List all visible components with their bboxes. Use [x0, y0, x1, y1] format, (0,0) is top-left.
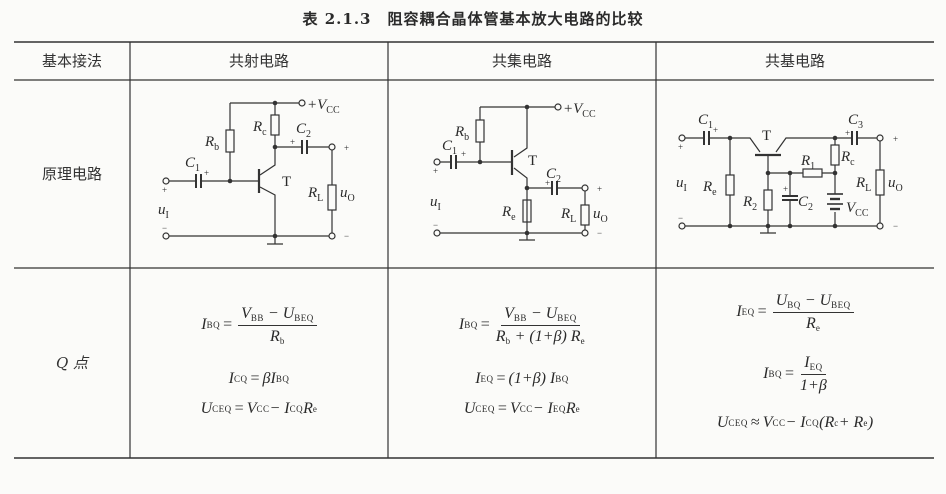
svg-text:+: +: [678, 142, 683, 152]
svg-text:−: −: [678, 213, 683, 223]
circuit-label: uI: [430, 194, 441, 213]
row-label-circuit: 原理电路: [41, 165, 102, 183]
svg-text:+: +: [344, 143, 349, 153]
circuit-label: RL: [307, 185, 323, 204]
circuit-label: C3: [848, 112, 863, 131]
svg-text:−: −: [893, 221, 898, 231]
svg-text:−: −: [344, 231, 349, 241]
circuit-label: RL: [855, 175, 871, 194]
svg-text:+: +: [204, 168, 209, 178]
circuit-label: C2: [296, 121, 311, 140]
circuit-label: Rb: [204, 134, 219, 153]
svg-text:+: +: [461, 149, 466, 159]
circuit-label: C1: [698, 112, 713, 131]
circuit-label: C1: [442, 138, 457, 157]
circuit-label: Rb: [454, 124, 469, 143]
row-label-q-point: Q 点: [55, 354, 89, 372]
svg-text:−: −: [162, 223, 167, 233]
svg-text:+: +: [545, 178, 550, 188]
circuit-label: VCC: [846, 200, 869, 219]
circuit-label: C2: [798, 194, 813, 213]
circuit-label: Re: [702, 179, 717, 198]
circuit-label: C1: [185, 155, 200, 174]
header-common-emitter: 共射电路: [228, 52, 289, 70]
svg-text:+: +: [162, 185, 167, 195]
svg-text:+: +: [433, 166, 438, 176]
circuit-label: uI: [158, 202, 169, 221]
header-basic-configuration: 基本接法: [41, 52, 102, 70]
table-title: 表 2.1.3 阻容耦合晶体管基本放大电路的比较: [302, 10, 644, 28]
circuit-label: Re: [501, 204, 516, 223]
circuit-label: uI: [676, 175, 687, 194]
circuit-label: uO: [340, 185, 355, 204]
circuit-label: R2: [742, 194, 757, 213]
svg-text:+: +: [713, 125, 718, 135]
svg-text:+: +: [783, 184, 788, 194]
svg-text:+: +: [290, 137, 295, 147]
common-emitter-circuit: +VCC Rb Rc C1 C2 T RL uO uI + + + + − −: [158, 97, 355, 245]
circuit-label: uO: [593, 206, 608, 225]
header-common-collector: 共集电路: [491, 52, 552, 70]
table-grid: [14, 41, 934, 459]
circuit-label: Rc: [252, 119, 267, 138]
circuit-label: Rc: [840, 149, 855, 168]
circuit-label: RL: [560, 206, 576, 225]
common-collector-circuit: +VCC Rb C1 C2 T Re RL uO uI + + + + − −: [430, 101, 608, 241]
header-common-base: 共基电路: [764, 52, 825, 70]
circuit-label: uO: [888, 175, 903, 194]
svg-text:+: +: [597, 184, 602, 194]
circuit-label: T: [762, 128, 771, 144]
common-base-circuit: C1 C3 T R1 Rc Re R2 C2 VCC RL uO uI + + +…: [676, 112, 903, 234]
circuit-label: R1: [800, 153, 815, 172]
svg-text:−: −: [433, 220, 438, 230]
svg-text:+: +: [845, 128, 850, 138]
circuit-label: C2: [546, 166, 561, 185]
circuit-label: T: [282, 174, 291, 190]
circuit-label: T: [528, 153, 537, 169]
svg-text:−: −: [597, 228, 602, 238]
circuit-label: +VCC: [563, 101, 596, 120]
svg-text:+: +: [893, 134, 898, 144]
circuit-label: +VCC: [307, 97, 340, 116]
